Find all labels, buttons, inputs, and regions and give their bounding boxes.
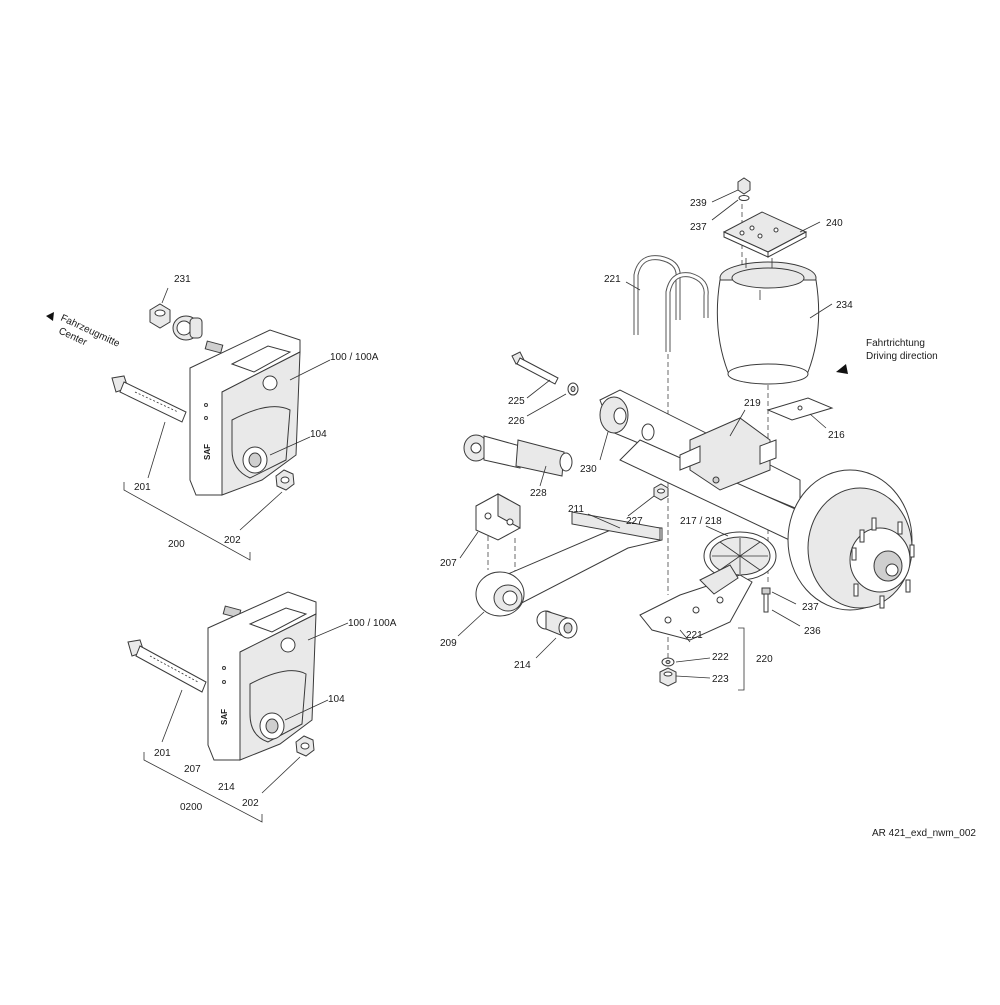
label-222: 222 <box>712 652 729 663</box>
hanger-bracket-100-lower: SAF <box>207 591 317 761</box>
leader-231 <box>161 287 169 304</box>
driving-direction-arrow <box>836 364 848 374</box>
driving-direction-en: Driving direction <box>866 351 938 362</box>
right-leaders <box>457 189 833 691</box>
label-209: 209 <box>440 638 457 649</box>
nut-202-lower <box>295 735 315 757</box>
label-202a: 202 <box>224 535 241 546</box>
label-239: 239 <box>690 198 707 209</box>
label-207: 207 <box>440 558 457 569</box>
leader-104b <box>284 699 329 721</box>
label-0200: 0200 <box>180 802 203 813</box>
label-221b: 221 <box>686 630 703 641</box>
bushing-214 <box>536 610 578 639</box>
label-237b: 237 <box>802 602 819 613</box>
svg-text:SAF: SAF <box>220 709 229 725</box>
svg-text:SAF: SAF <box>203 444 212 460</box>
hanger-assembly-0200: SAF <box>127 591 349 823</box>
label-240: 240 <box>826 218 843 229</box>
leader-100a <box>289 359 331 381</box>
label-230: 230 <box>580 464 597 475</box>
bolt-201-lower <box>127 639 207 693</box>
nut-227 <box>653 483 669 501</box>
label-202b: 202 <box>242 798 259 809</box>
label-104a: 104 <box>310 429 327 440</box>
leader-100b <box>307 622 349 641</box>
bolt-stub <box>204 340 224 354</box>
nut-202 <box>275 469 295 491</box>
label-201b: 201 <box>154 748 171 759</box>
label-236: 236 <box>804 626 821 637</box>
leader-202a <box>239 491 283 531</box>
bushing-231-pair <box>172 315 203 341</box>
label-100b: 100 / 100A <box>348 618 397 629</box>
drawing-id: AR 421_exd_nwm_002 <box>872 828 976 839</box>
label-104b: 104 <box>328 694 345 705</box>
driving-direction-de: Fahrtrichtung <box>866 338 925 349</box>
label-217-218: 217 / 218 <box>680 516 722 527</box>
label-200: 200 <box>168 539 185 550</box>
spring-eye-209 <box>475 571 525 617</box>
lower-bracket-221 <box>639 564 753 641</box>
dimension-0200 <box>143 752 263 823</box>
leader-201a <box>147 421 166 479</box>
center-indicator: Fahrzeugmitte Center <box>46 312 122 350</box>
hanger-assembly-200: SAF <box>111 287 331 561</box>
label-223: 223 <box>712 674 729 685</box>
leader-201b <box>161 689 183 743</box>
bolt-236 <box>761 587 771 613</box>
label-226: 226 <box>508 416 525 427</box>
leader-104a <box>269 436 311 456</box>
label-225: 225 <box>508 396 525 407</box>
nut-231 <box>149 303 171 329</box>
label-207b: 207 <box>184 764 201 775</box>
label-100a: 100 / 100A <box>330 352 379 363</box>
washer-222 <box>661 657 675 667</box>
wheel-studs <box>851 517 915 609</box>
label-211: 211 <box>568 504 584 515</box>
bolt-201 <box>111 375 187 423</box>
label-237a: 237 <box>690 222 707 233</box>
label-216: 216 <box>828 430 845 441</box>
label-234: 234 <box>836 300 853 311</box>
label-220: 220 <box>756 654 773 665</box>
dimension-200 <box>123 482 251 561</box>
shock-absorber-228 <box>463 434 573 477</box>
u-bolt-221 <box>633 255 709 352</box>
label-227: 227 <box>626 516 643 527</box>
hanger-bracket-100: SAF <box>189 329 301 496</box>
bracket-207 <box>475 493 521 541</box>
axle-seat-219 <box>679 417 777 491</box>
bolt-225 <box>511 351 559 385</box>
label-228: 228 <box>530 488 547 499</box>
label-214: 214 <box>514 660 531 671</box>
label-231: 231 <box>174 274 191 285</box>
top-plate-240 <box>722 211 808 258</box>
wear-plate-216 <box>766 397 834 421</box>
air-spring-234 <box>716 258 820 385</box>
part-number-labels: 231 100 / 100A 104 201 200 202 100 / 100… <box>134 198 853 813</box>
nut-223 <box>659 667 677 687</box>
brake-drum <box>787 469 915 611</box>
spring-plate-217-218 <box>703 531 777 581</box>
label-201a: 201 <box>134 482 151 493</box>
washer-226 <box>567 382 579 396</box>
label-214b: 214 <box>218 782 235 793</box>
label-221a: 221 <box>604 274 621 285</box>
leader-202b <box>261 756 301 794</box>
nut-239 <box>737 177 751 201</box>
label-219: 219 <box>744 398 761 409</box>
annotation-text: Fahrtrichtung Driving direction AR 421_e… <box>866 338 976 839</box>
